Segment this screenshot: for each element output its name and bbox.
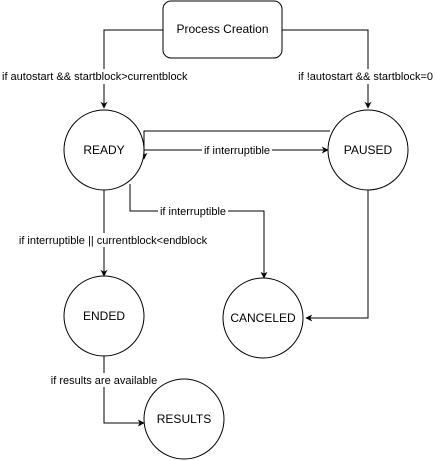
edge-label-ready-to-ended: if interruptible || currentblock<endbloc… (18, 233, 208, 247)
edge-paused-to-canceled (305, 190, 369, 322)
svg-text:Process Creation: Process Creation (176, 22, 268, 36)
node-canceled: CANCELED (222, 277, 304, 359)
svg-text:PAUSED: PAUSED (344, 143, 393, 157)
svg-text:CANCELED: CANCELED (230, 311, 296, 325)
node-results: RESULTS (143, 378, 225, 460)
svg-text:RESULTS: RESULTS (157, 412, 211, 426)
node-ended: ENDED (63, 275, 145, 357)
edge-ready-to-canceled (129, 184, 268, 279)
svg-text:if !autostart && startblock=0: if !autostart && startblock=0 (298, 71, 433, 83)
edge-label-creation-to-paused: if !autostart && startblock=0 (298, 69, 436, 84)
svg-text:if interruptible || currentblo: if interruptible || currentblock<endbloc… (19, 235, 208, 247)
svg-text:ENDED: ENDED (83, 309, 125, 323)
edge-label-ready-to-paused: if interruptible (202, 143, 272, 157)
node-process-creation: Process Creation (162, 0, 283, 59)
svg-text:if interruptible: if interruptible (160, 206, 226, 218)
edge-ended-to-results (103, 356, 145, 427)
edge-label-creation-to-ready: if autostart && startblock>currentblock (0, 69, 216, 84)
svg-text:if autostart && startblock>cur: if autostart && startblock>currentblock (2, 71, 188, 83)
svg-text:if results are available: if results are available (51, 375, 157, 387)
edge-label-ready-to-canceled: if interruptible (158, 204, 228, 218)
svg-text:READY: READY (83, 143, 124, 157)
node-paused: PAUSED (327, 109, 409, 191)
svg-text:if interruptible: if interruptible (204, 145, 270, 157)
edge-label-ended-to-results: if results are available (48, 373, 160, 387)
node-ready: READY (63, 109, 145, 191)
